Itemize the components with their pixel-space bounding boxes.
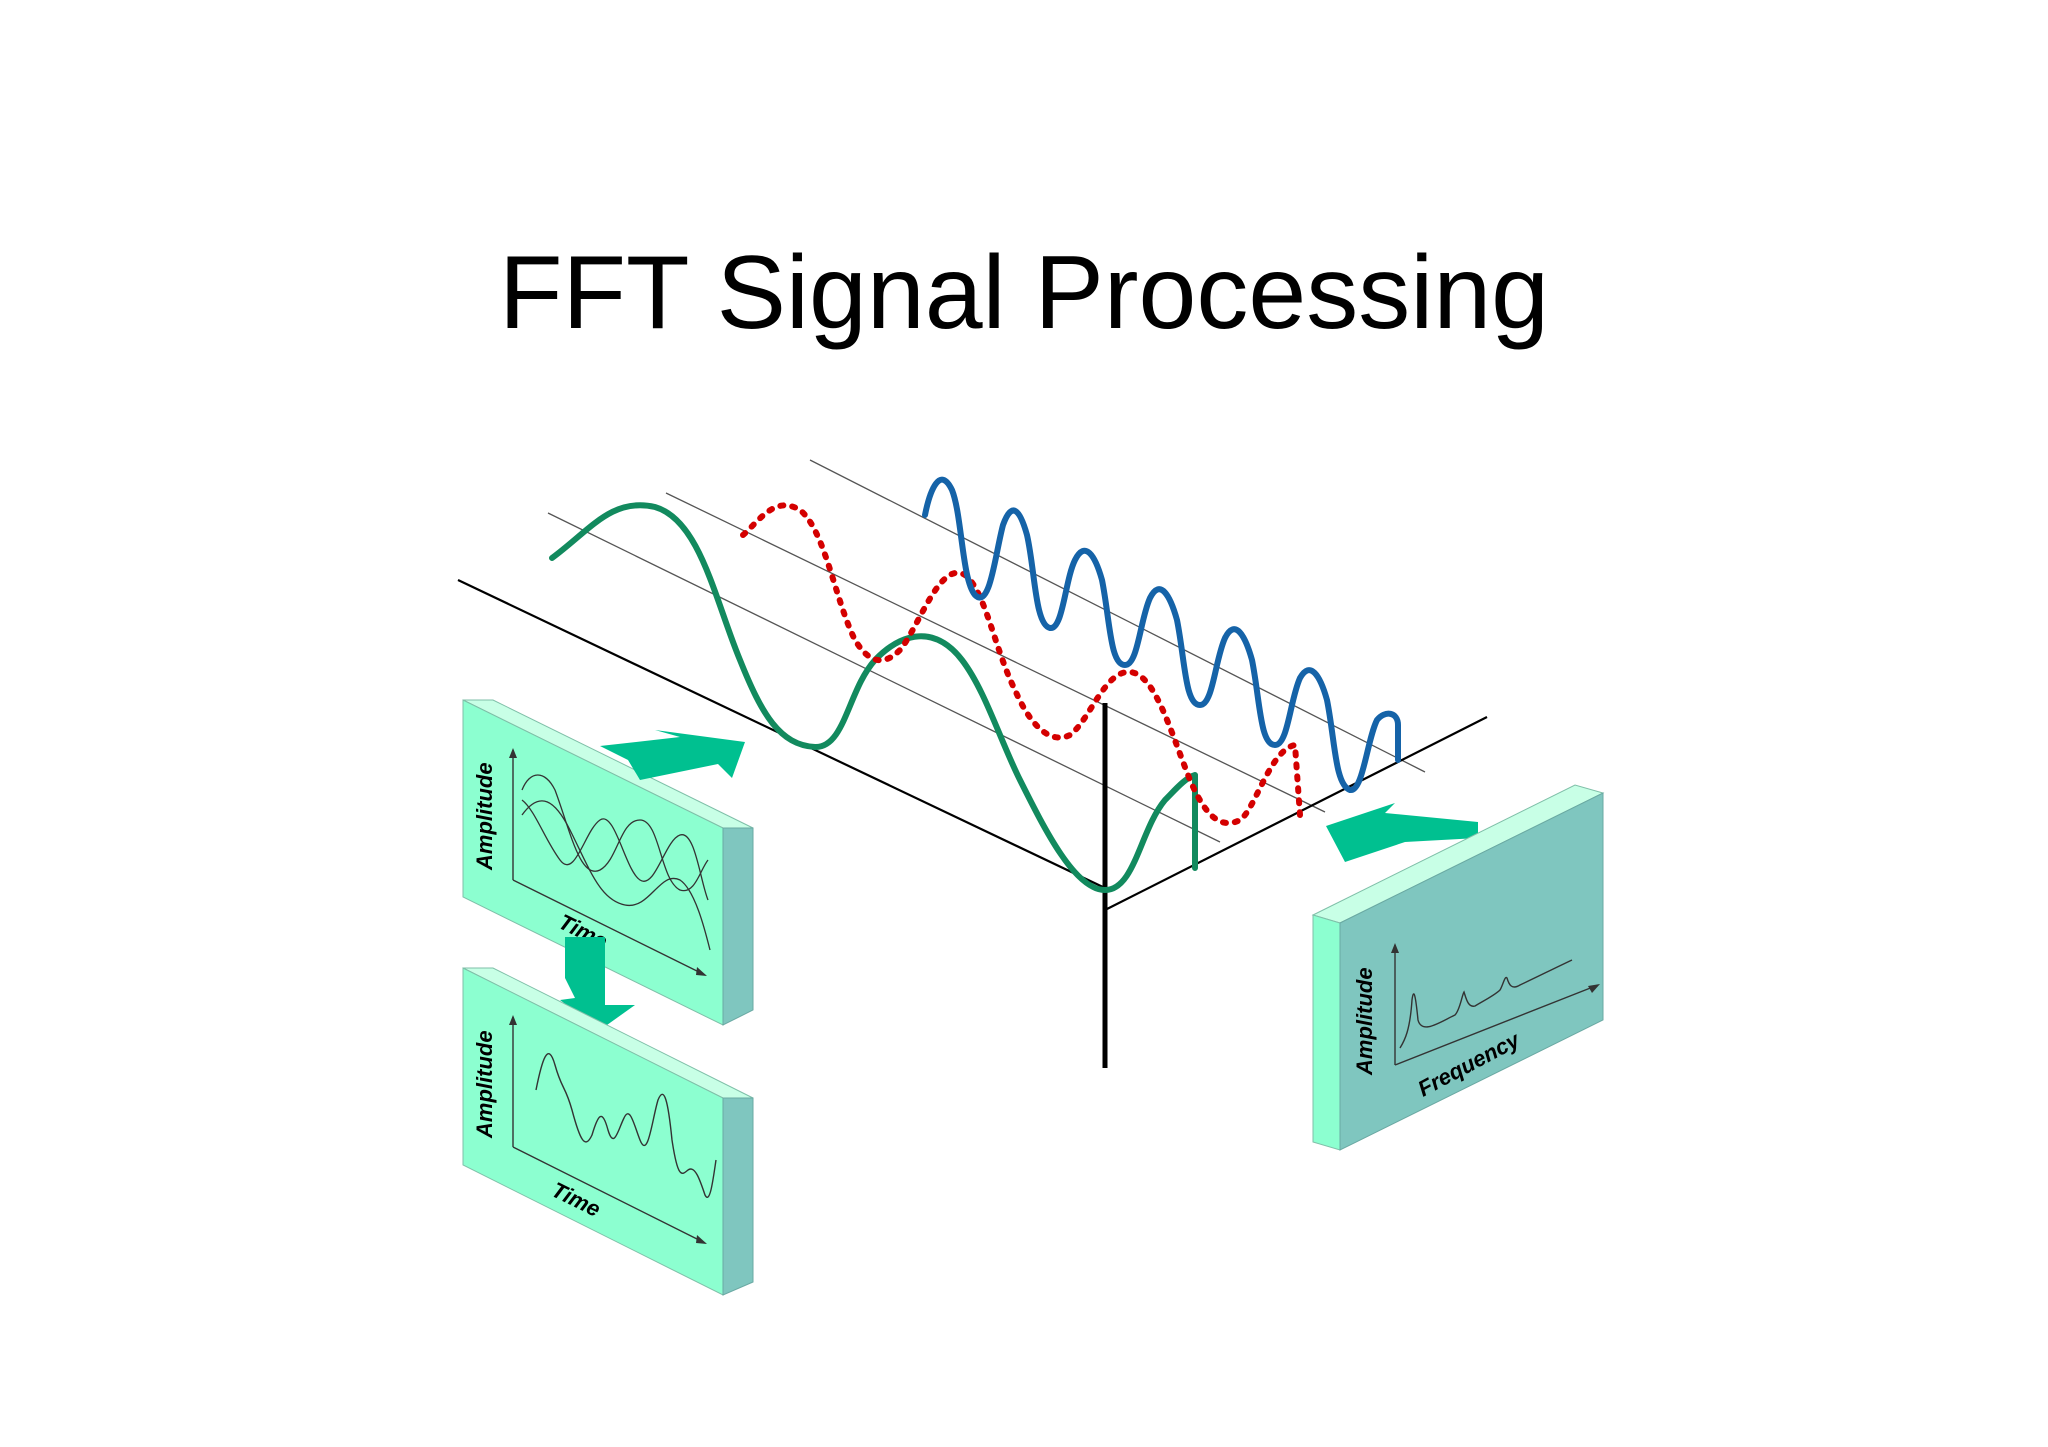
- arrow-from-frequency-panel: [1326, 803, 1478, 862]
- spectrum-line: [1399, 959, 1573, 1049]
- frequency-amplitude-label: Amplitude: [1352, 967, 1377, 1076]
- panel-y-arrowhead: [509, 748, 517, 758]
- baseline-high: [809, 459, 1426, 773]
- panel-x-axis: [512, 1146, 706, 1244]
- panel-side-face: [722, 827, 754, 1026]
- wave-mid-frequency: [740, 502, 1303, 827]
- panel-x-arrowhead: [696, 967, 707, 976]
- panel-x-arrowhead: [1588, 984, 1600, 993]
- panel-side-face: [1312, 914, 1341, 1151]
- wave-low-frequency: [549, 502, 1198, 893]
- panel-x-axis: [1394, 984, 1599, 1066]
- time-sum-panel: Amplitude Time: [462, 967, 754, 1296]
- panel-side-face: [722, 1097, 754, 1296]
- baseline-mid: [665, 492, 1326, 813]
- time-composite-panel: Amplitude Time: [462, 699, 754, 1026]
- arrow-down-to-sum: [560, 937, 635, 1030]
- composite-wave-2: [521, 799, 709, 901]
- composite-wave-3: [521, 800, 711, 951]
- panel-y-arrowhead: [1391, 943, 1399, 953]
- slide-title: FFT Signal Processing: [498, 235, 1550, 351]
- summed-wave: [535, 1053, 717, 1198]
- time-sum-amplitude-label: Amplitude: [472, 1030, 497, 1139]
- wave-baselines: [547, 459, 1426, 843]
- wave-high-frequency: [922, 476, 1401, 793]
- panel-x-axis: [512, 879, 706, 976]
- frequency-axis: [1104, 716, 1488, 911]
- panel-y-arrowhead: [509, 1015, 517, 1025]
- arrow-to-3d-view: [600, 730, 745, 780]
- panel-x-arrowhead: [696, 1235, 707, 1244]
- time-composite-amplitude-label: Amplitude: [472, 762, 497, 871]
- baseline-low: [547, 512, 1221, 843]
